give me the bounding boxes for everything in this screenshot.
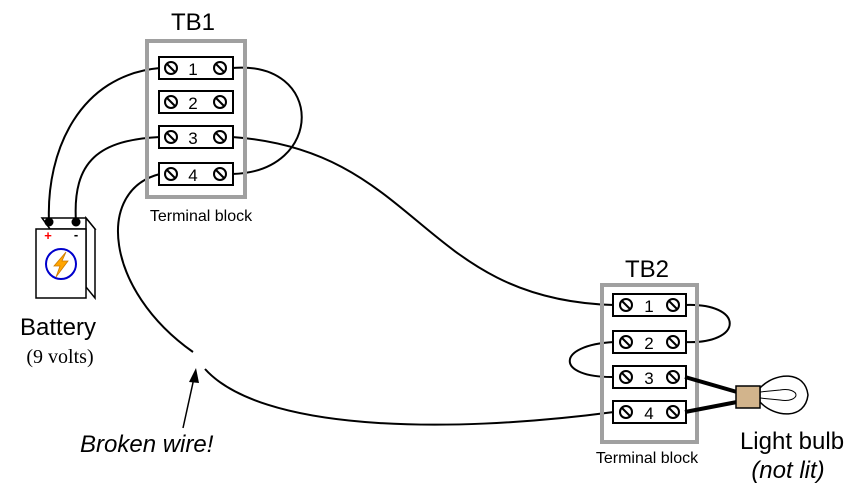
tb1-terminal-number: 2 xyxy=(188,94,197,113)
battery-label: Battery xyxy=(20,314,96,341)
wire-battery-minus-to-tb1-3 xyxy=(74,136,161,223)
wire-tb1-4-broken-segment xyxy=(117,173,194,353)
tb2-terminal-number: 4 xyxy=(644,404,653,423)
bulb-status: (not lit) xyxy=(751,457,824,484)
screw-icon xyxy=(213,95,227,109)
battery: + - Battery (9 volts) xyxy=(20,215,97,368)
wire-tb2-1-to-tb2-2 xyxy=(683,303,731,344)
screw-icon xyxy=(619,298,633,312)
screw-icon xyxy=(619,405,633,419)
tb2-terminal-number: 2 xyxy=(644,334,653,353)
screw-icon xyxy=(619,335,633,349)
tb1-terminal-number: 3 xyxy=(188,129,197,148)
bulb-label: Light bulb xyxy=(740,428,844,455)
tb2-terminal-4: 4 xyxy=(612,400,687,424)
tb2-title: TB2 xyxy=(625,256,669,283)
wire-tb2-2-to-tb2-3 xyxy=(569,341,615,379)
screw-icon xyxy=(164,167,178,181)
screw-icon xyxy=(666,298,680,312)
wires xyxy=(47,66,731,426)
screw-icon xyxy=(666,370,680,384)
tb1-caption: Terminal block xyxy=(150,208,253,225)
tb1-terminal-number: 4 xyxy=(188,166,197,185)
bulb-base xyxy=(735,385,761,409)
tb2-terminal-number: 1 xyxy=(644,297,653,316)
broken-wire-label: Broken wire! xyxy=(80,431,214,458)
screw-icon xyxy=(213,130,227,144)
tb2-terminal-3: 3 xyxy=(612,365,687,389)
lightning-bolt-icon xyxy=(45,248,77,280)
screw-icon xyxy=(213,167,227,181)
annotation-arrow-line xyxy=(182,377,195,429)
battery-rating: (9 volts) xyxy=(26,346,93,368)
tb1-terminal-2: 2 xyxy=(158,90,234,114)
wire-tb1-3-to-tb2-1 xyxy=(231,136,615,306)
screw-icon xyxy=(213,61,227,75)
screw-icon xyxy=(666,405,680,419)
tb1-terminal-1: 1 xyxy=(158,56,234,80)
wire-broken-segment-to-tb2-4 xyxy=(204,368,615,426)
tb2-terminal-number: 3 xyxy=(644,369,653,388)
battery-plus-terminal xyxy=(44,217,54,227)
tb1-title: TB1 xyxy=(171,9,215,36)
wire-tb1-1-to-tb1-4 xyxy=(231,66,303,175)
tb1-terminal-3: 3 xyxy=(158,125,234,149)
terminal-block-tb1: TB1 1 2 xyxy=(145,9,253,225)
bulb-lead-lower xyxy=(684,400,738,414)
screw-icon xyxy=(164,130,178,144)
battery-side-face xyxy=(85,215,96,301)
terminal-block-tb2: TB2 1 2 xyxy=(596,256,699,467)
arrow-head-icon xyxy=(189,368,199,383)
tb2-terminal-2: 2 xyxy=(612,330,687,354)
screw-icon xyxy=(164,95,178,109)
broken-wire-annotation: Broken wire! xyxy=(80,368,214,458)
tb1-frame xyxy=(145,39,247,199)
battery-plus-sign: + xyxy=(44,228,52,243)
bulb-glass xyxy=(759,375,809,415)
tb2-terminal-1: 1 xyxy=(612,293,687,317)
battery-minus-terminal xyxy=(71,217,81,227)
screw-icon xyxy=(619,370,633,384)
tb1-terminal-4: 4 xyxy=(158,162,234,186)
bulb-filament-icon xyxy=(759,389,797,401)
wire-battery-plus-to-tb1-1 xyxy=(47,67,161,223)
bulb-lead-upper xyxy=(684,375,738,394)
tb1-terminal-number: 1 xyxy=(188,60,197,79)
tb2-frame xyxy=(600,283,699,444)
screw-icon xyxy=(164,61,178,75)
tb2-caption: Terminal block xyxy=(596,450,699,467)
light-bulb: Light bulb (not lit) xyxy=(684,375,844,484)
battery-minus-sign: - xyxy=(74,227,78,242)
screw-icon xyxy=(666,335,680,349)
